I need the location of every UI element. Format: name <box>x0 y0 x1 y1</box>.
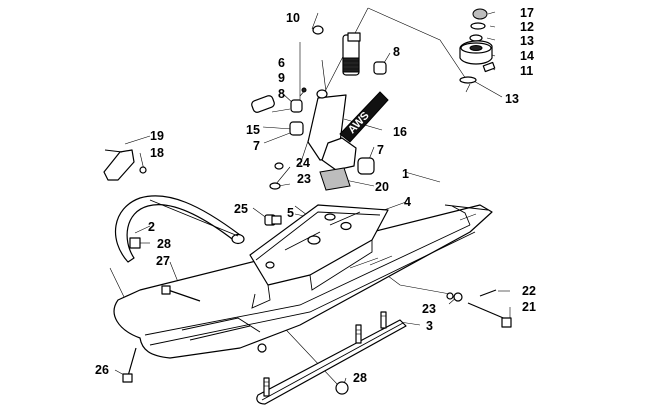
callout-label: 5 <box>287 206 294 220</box>
callout-label: 15 <box>246 123 260 137</box>
callout-label: 10 <box>286 11 300 25</box>
wear-bar <box>256 311 407 405</box>
callout-label: 8 <box>278 87 285 101</box>
callout-label: 12 <box>520 20 534 34</box>
callout-label: 14 <box>520 49 534 63</box>
callout-label: 8 <box>393 45 400 59</box>
cap-assembly <box>459 8 496 84</box>
callout-label: 17 <box>520 6 534 20</box>
callout-label: 22 <box>522 284 536 298</box>
callout-label: 23 <box>297 172 311 186</box>
bolts <box>122 215 512 395</box>
callout-label: 13 <box>520 34 534 48</box>
callout-label: 1 <box>402 167 409 181</box>
spindle <box>307 32 361 171</box>
callout-label: 19 <box>150 129 164 143</box>
callout-label: 16 <box>393 125 407 139</box>
callout-label: 21 <box>522 300 536 314</box>
ski <box>113 204 493 359</box>
callout-label: 4 <box>404 195 411 209</box>
callout-label: 18 <box>150 146 164 160</box>
aws-decal: AWS <box>339 91 389 143</box>
callout-label: 20 <box>375 180 389 194</box>
handle-clip <box>103 149 147 181</box>
callout-label: 23 <box>422 302 436 316</box>
callout-label: 27 <box>156 254 170 268</box>
ski-saddle <box>249 204 389 309</box>
callout-label: 9 <box>278 71 285 85</box>
callout-label: 3 <box>426 319 433 333</box>
callout-label: 7 <box>253 139 260 153</box>
callout-labels: 1 2 3 4 5 6 7 7 8 8 9 10 11 12 13 13 14 … <box>95 6 536 385</box>
ski-handle <box>114 195 245 263</box>
callout-label: 28 <box>353 371 367 385</box>
callout-label: 25 <box>234 202 248 216</box>
callout-label: 11 <box>520 64 533 78</box>
callout-label: 2 <box>148 220 155 234</box>
callout-label: 6 <box>278 56 285 70</box>
callout-label: 28 <box>157 237 171 251</box>
callout-label: 7 <box>377 143 384 157</box>
callout-label: 13 <box>505 92 519 106</box>
callout-label: 24 <box>296 156 310 170</box>
callout-label: 26 <box>95 363 109 377</box>
